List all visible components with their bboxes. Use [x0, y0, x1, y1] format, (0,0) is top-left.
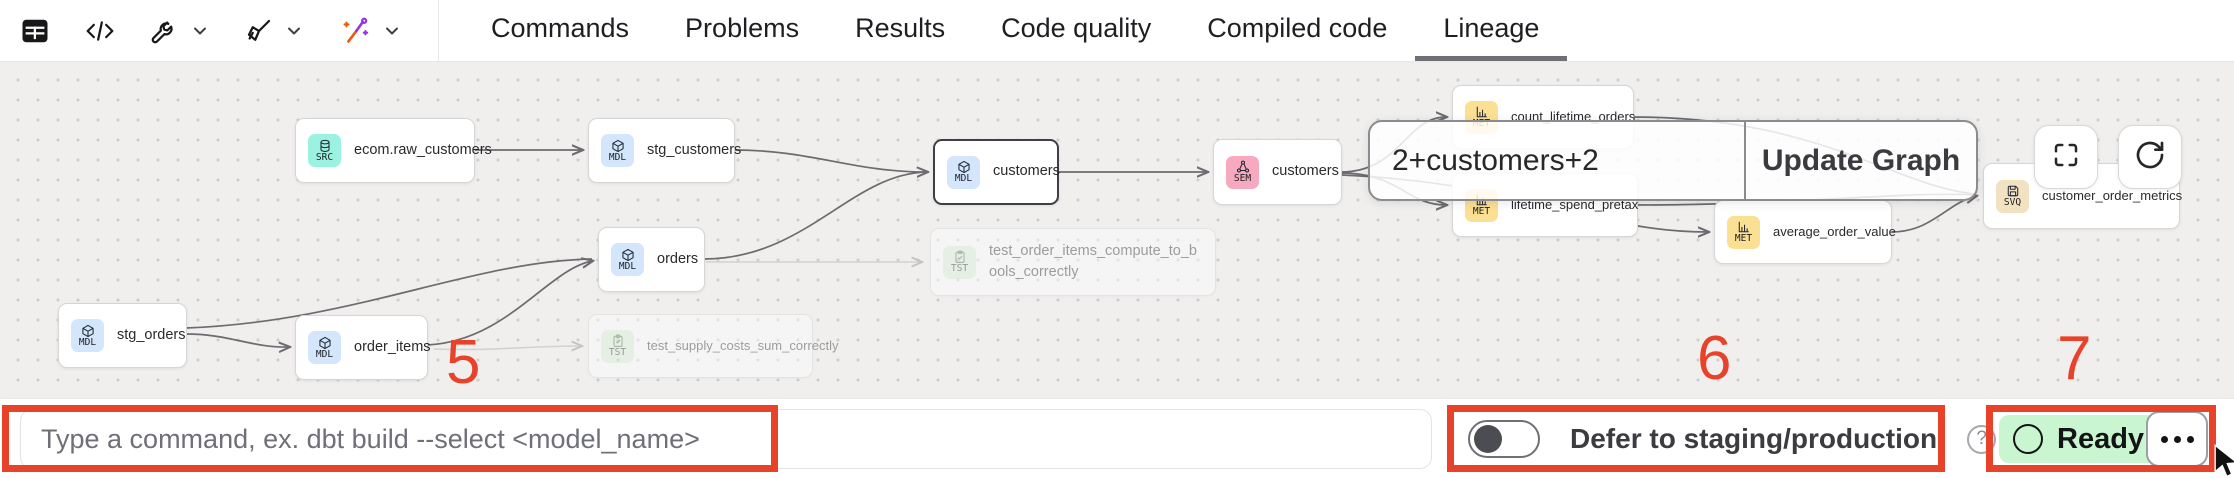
- selector-input[interactable]: 2+customers+2: [1370, 122, 1746, 199]
- model-badge: MDL: [611, 243, 644, 276]
- refresh-button[interactable]: [2118, 125, 2182, 189]
- database-icon: [318, 139, 332, 153]
- dot: [2173, 435, 2181, 443]
- dot: [2186, 435, 2194, 443]
- clipboard-check-icon: [611, 334, 625, 348]
- floppy-disk-icon: [2006, 184, 2020, 198]
- node-label: stg_customers: [647, 141, 742, 158]
- graph-nodes-icon: [1236, 160, 1250, 174]
- tab-problems[interactable]: Problems: [685, 12, 800, 43]
- lineage-node-test-supply-costs[interactable]: TST test_supply_costs_sum_correctly: [588, 314, 838, 378]
- defer-control: Defer to staging/production ?: [1468, 399, 1997, 478]
- node-label: test_order_items_compute_to_bools_correc…: [989, 242, 1197, 280]
- lineage-node-orders[interactable]: MDL orders: [598, 227, 705, 292]
- saved-query-badge: SVQ: [1996, 179, 2029, 213]
- lineage-selector: 2+customers+2 Update Graph: [1368, 120, 1978, 201]
- table-view-button[interactable]: [20, 16, 50, 46]
- model-badge: MDL: [71, 319, 104, 352]
- code-icon: [84, 16, 116, 46]
- cube-icon: [621, 248, 635, 262]
- fullscreen-icon: [2051, 140, 2081, 175]
- metric-badge: MET: [1727, 215, 1760, 249]
- node-label: customer_order_metrics: [2042, 187, 2183, 203]
- cube-icon: [81, 324, 95, 338]
- refresh-icon: [2134, 139, 2166, 176]
- chevron-down-icon: [284, 21, 304, 41]
- lineage-node-source[interactable]: SRC ecom.raw_customers: [295, 118, 492, 183]
- dot: [2160, 435, 2168, 443]
- cube-icon: [957, 160, 971, 174]
- tab-results[interactable]: Results: [855, 12, 946, 43]
- bar-chart-icon: [1475, 105, 1489, 119]
- lineage-node-average-order-value[interactable]: MET average_order_value: [1714, 200, 1896, 264]
- node-label: order_items: [354, 338, 431, 355]
- wrench-icon: [150, 16, 180, 46]
- fullscreen-button[interactable]: [2034, 125, 2098, 189]
- node-label: customers: [1272, 163, 1339, 180]
- mouse-cursor: [2212, 443, 2234, 478]
- node-label: customers: [993, 163, 1060, 180]
- node-label: test_supply_costs_sum_correctly: [647, 337, 839, 353]
- chevron-down-icon: [190, 21, 210, 41]
- broom-icon: [244, 16, 274, 46]
- node-label: stg_orders: [117, 326, 186, 343]
- model-badge: MDL: [947, 155, 980, 189]
- lineage-node-test-order-items[interactable]: TST test_order_items_compute_to_bools_co…: [930, 228, 1216, 296]
- lineage-node-customers-model[interactable]: MDL customers: [933, 139, 1060, 205]
- defer-toggle[interactable]: [1468, 420, 1540, 458]
- model-badge: MDL: [308, 331, 341, 364]
- more-options-button[interactable]: [2146, 411, 2208, 467]
- lineage-node-stg-customers[interactable]: MDL stg_customers: [588, 118, 741, 183]
- annotation-number-7: 7: [2057, 324, 2092, 393]
- toolbar: Commands Problems Results Code quality C…: [0, 0, 2234, 62]
- annotation-number-6: 6: [1697, 324, 1732, 393]
- bar-chart-icon: [1737, 220, 1751, 234]
- code-view-button[interactable]: [84, 16, 116, 46]
- panel-tabs: Commands Problems Results Code quality C…: [463, 0, 1568, 61]
- chevron-down-icon: [382, 21, 402, 41]
- status-label: Ready: [2057, 422, 2145, 455]
- command-bar: Defer to staging/production ? Ready: [0, 398, 2234, 478]
- node-label: count_lifetime_orders: [1511, 108, 1636, 124]
- tab-commands[interactable]: Commands: [491, 12, 630, 43]
- test-badge: TST: [943, 245, 976, 279]
- ai-assist-button[interactable]: [338, 15, 402, 47]
- test-badge: TST: [601, 329, 634, 363]
- magic-wand-icon: [338, 15, 372, 47]
- defer-label: Defer to staging/production: [1570, 423, 1938, 454]
- tab-lineage[interactable]: Lineage: [1415, 0, 1568, 61]
- lineage-node-customers-semantic[interactable]: SEM customers: [1213, 139, 1342, 205]
- help-icon[interactable]: ?: [1967, 424, 1997, 454]
- build-tools-button[interactable]: [150, 16, 210, 46]
- node-label: orders: [657, 250, 699, 267]
- node-label: ecom.raw_customers: [354, 141, 492, 158]
- command-input[interactable]: [20, 409, 1432, 469]
- cube-icon: [611, 139, 625, 153]
- tab-code-quality[interactable]: Code quality: [1001, 12, 1152, 43]
- cube-icon: [318, 336, 332, 350]
- table-icon: [20, 16, 50, 46]
- status-circle-icon: [2013, 424, 2043, 454]
- ready-status-button[interactable]: Ready: [1999, 415, 2167, 463]
- lineage-node-order-items[interactable]: MDL order_items: [295, 315, 431, 380]
- update-graph-button[interactable]: Update Graph: [1761, 143, 1961, 177]
- source-badge: SRC: [308, 134, 341, 167]
- node-label: average_order_value: [1773, 223, 1896, 239]
- toggle-knob: [1474, 425, 1502, 453]
- annotation-number-5: 5: [446, 328, 481, 397]
- format-cleanup-button[interactable]: [244, 16, 304, 46]
- toolbar-icon-group: [0, 0, 438, 61]
- semantic-badge: SEM: [1226, 155, 1259, 189]
- lineage-node-stg-orders[interactable]: MDL stg_orders: [58, 303, 187, 368]
- toolbar-divider: [438, 0, 439, 62]
- model-badge: MDL: [601, 134, 634, 167]
- tab-compiled-code[interactable]: Compiled code: [1207, 12, 1388, 43]
- clipboard-check-icon: [953, 250, 967, 264]
